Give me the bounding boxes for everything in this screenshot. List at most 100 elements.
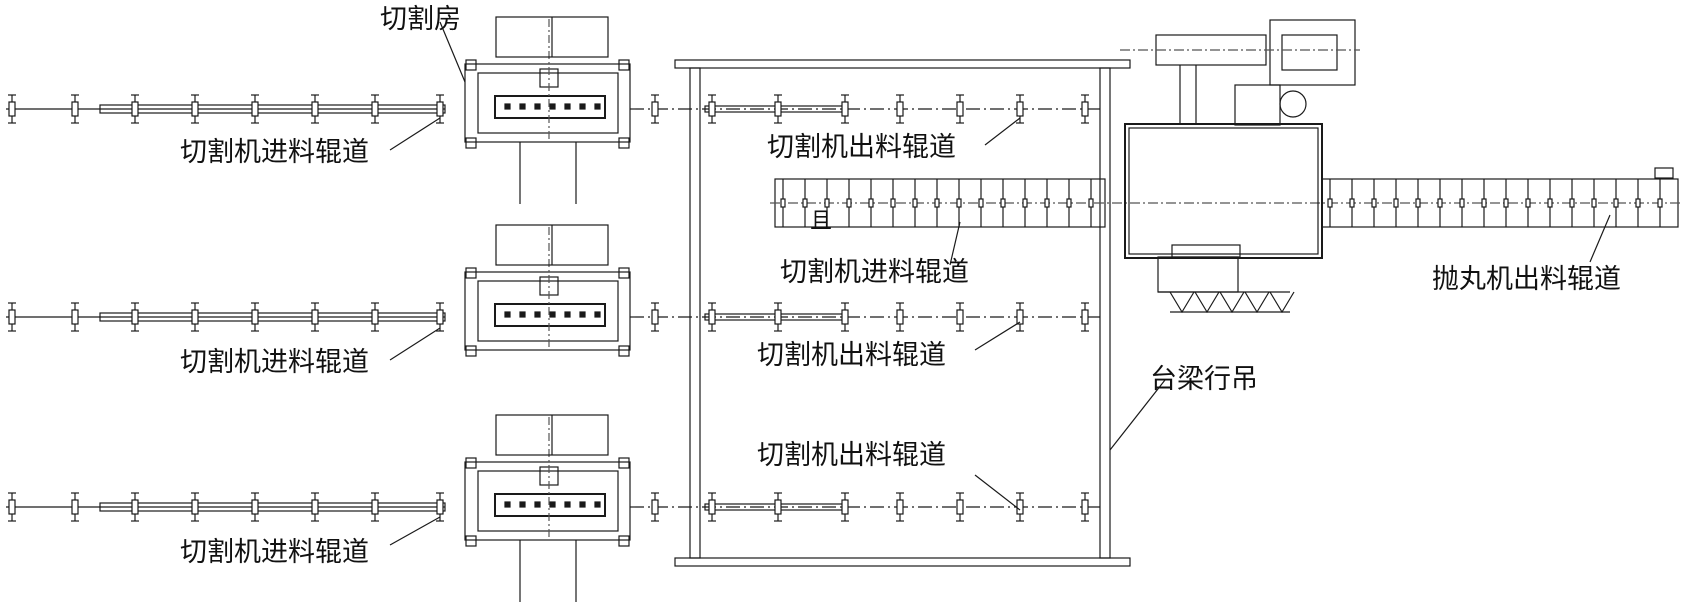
label-outfeed-roller-3: 切割机出料辊道 (757, 440, 946, 471)
shot-blast-machine (1120, 19, 1360, 314)
carriage-bolt (504, 103, 511, 110)
outfeed-roller (651, 492, 659, 522)
leader-outfeed-1 (984, 117, 1021, 146)
roller-body (436, 309, 444, 325)
carriage-bolt (594, 103, 601, 110)
blast-chamber-inner (1128, 127, 1319, 255)
roller-bearing (1000, 198, 1006, 208)
carriage-bolt (504, 501, 511, 508)
cutting-machine (464, 414, 631, 602)
roller-body (841, 101, 849, 117)
leader-infeed-3 (389, 516, 441, 546)
infeed-roller (131, 94, 139, 124)
outfeed-roller (1016, 94, 1024, 124)
label-cutting-room: 切割房 (380, 4, 461, 35)
roller-body (251, 309, 259, 325)
infeed-roller (8, 94, 16, 124)
roller-bearing (934, 198, 940, 208)
separator-box (1234, 84, 1281, 126)
cutting-lines (6, 16, 1100, 602)
leader-outfeed-2 (974, 321, 1021, 351)
roller-bearing (1393, 198, 1399, 208)
machine-outer-frame (464, 461, 631, 541)
roller-body (1016, 101, 1024, 117)
blast-chamber (1124, 123, 1323, 259)
carriage-bolt (534, 103, 541, 110)
roller-body (651, 101, 659, 117)
roller-body (896, 499, 904, 515)
screw-conveyor-flight (1219, 291, 1245, 314)
infeed-roller (436, 302, 444, 332)
cutting-machine (464, 224, 631, 357)
corner-pad (618, 267, 630, 279)
carriage-bolt (549, 103, 556, 110)
roller-body (841, 499, 849, 515)
gantry-crane-frame (674, 59, 1680, 567)
machine-inner-frame (477, 280, 619, 342)
roller-body (191, 101, 199, 117)
leader-outfeed-3 (974, 474, 1021, 511)
roller-body (71, 309, 79, 325)
hopper-top (1171, 244, 1241, 258)
carriage-bolt (534, 311, 541, 318)
roller-bearing (1022, 198, 1028, 208)
roller-bearing (1657, 198, 1663, 208)
fan-motor (1279, 90, 1307, 118)
label-outfeed-roller-2: 切割机出料辊道 (757, 340, 946, 371)
carriage-bolt (549, 501, 556, 508)
carriage-bolt (594, 501, 601, 508)
corner-pad (465, 59, 477, 71)
outfeed-roller (841, 302, 849, 332)
infeed-roller (8, 492, 16, 522)
infeed-roller (371, 492, 379, 522)
roller-bearing (1547, 198, 1553, 208)
roller-bearing (956, 198, 962, 208)
roller-body (436, 499, 444, 515)
roller-body (708, 309, 716, 325)
roller-bearing (1327, 198, 1333, 208)
label-infeed-roller-1: 切割机进料辊道 (180, 137, 369, 168)
machine-carriage (494, 493, 606, 517)
infeed-roller (311, 492, 319, 522)
roller-body (651, 499, 659, 515)
roller-body (956, 309, 964, 325)
roller-body (311, 309, 319, 325)
roller-bearing (1371, 198, 1377, 208)
roller-bearing (978, 198, 984, 208)
carriage-bolt (549, 311, 556, 318)
outfeed-roller (651, 94, 659, 124)
infeed-roller (71, 492, 79, 522)
machine-carriage (494, 95, 606, 119)
roller-bearing (802, 198, 808, 208)
roller-bearing (912, 198, 918, 208)
outfeed-roller (774, 492, 782, 522)
roller-body (1081, 499, 1089, 515)
roller-body (896, 101, 904, 117)
roller-body (774, 101, 782, 117)
roller-body (191, 499, 199, 515)
outfeed-roller (1081, 302, 1089, 332)
roller-bearing (1569, 198, 1575, 208)
infeed-roller (251, 492, 259, 522)
corner-pad (618, 457, 630, 469)
roller-bearing (1349, 198, 1355, 208)
infeed-roller (311, 94, 319, 124)
marker-symbol: 且 (810, 209, 833, 234)
carriage-bolt (504, 311, 511, 318)
leader-lines (389, 21, 1611, 546)
roller-body (436, 101, 444, 117)
infeed-roller (191, 302, 199, 332)
roller-body (371, 101, 379, 117)
gantry-leg-right (1099, 67, 1111, 559)
machine-outer-frame (464, 271, 631, 351)
roller-body (71, 499, 79, 515)
outfeed-roller (1016, 492, 1024, 522)
roller-body (251, 101, 259, 117)
infeed-roller (371, 302, 379, 332)
machine-inner-frame (477, 470, 619, 532)
leader-gantry-crane (1109, 379, 1166, 451)
corner-pad (618, 137, 630, 149)
roller-body (191, 309, 199, 325)
infeed-roller (131, 492, 139, 522)
roller-bearing (1044, 198, 1050, 208)
